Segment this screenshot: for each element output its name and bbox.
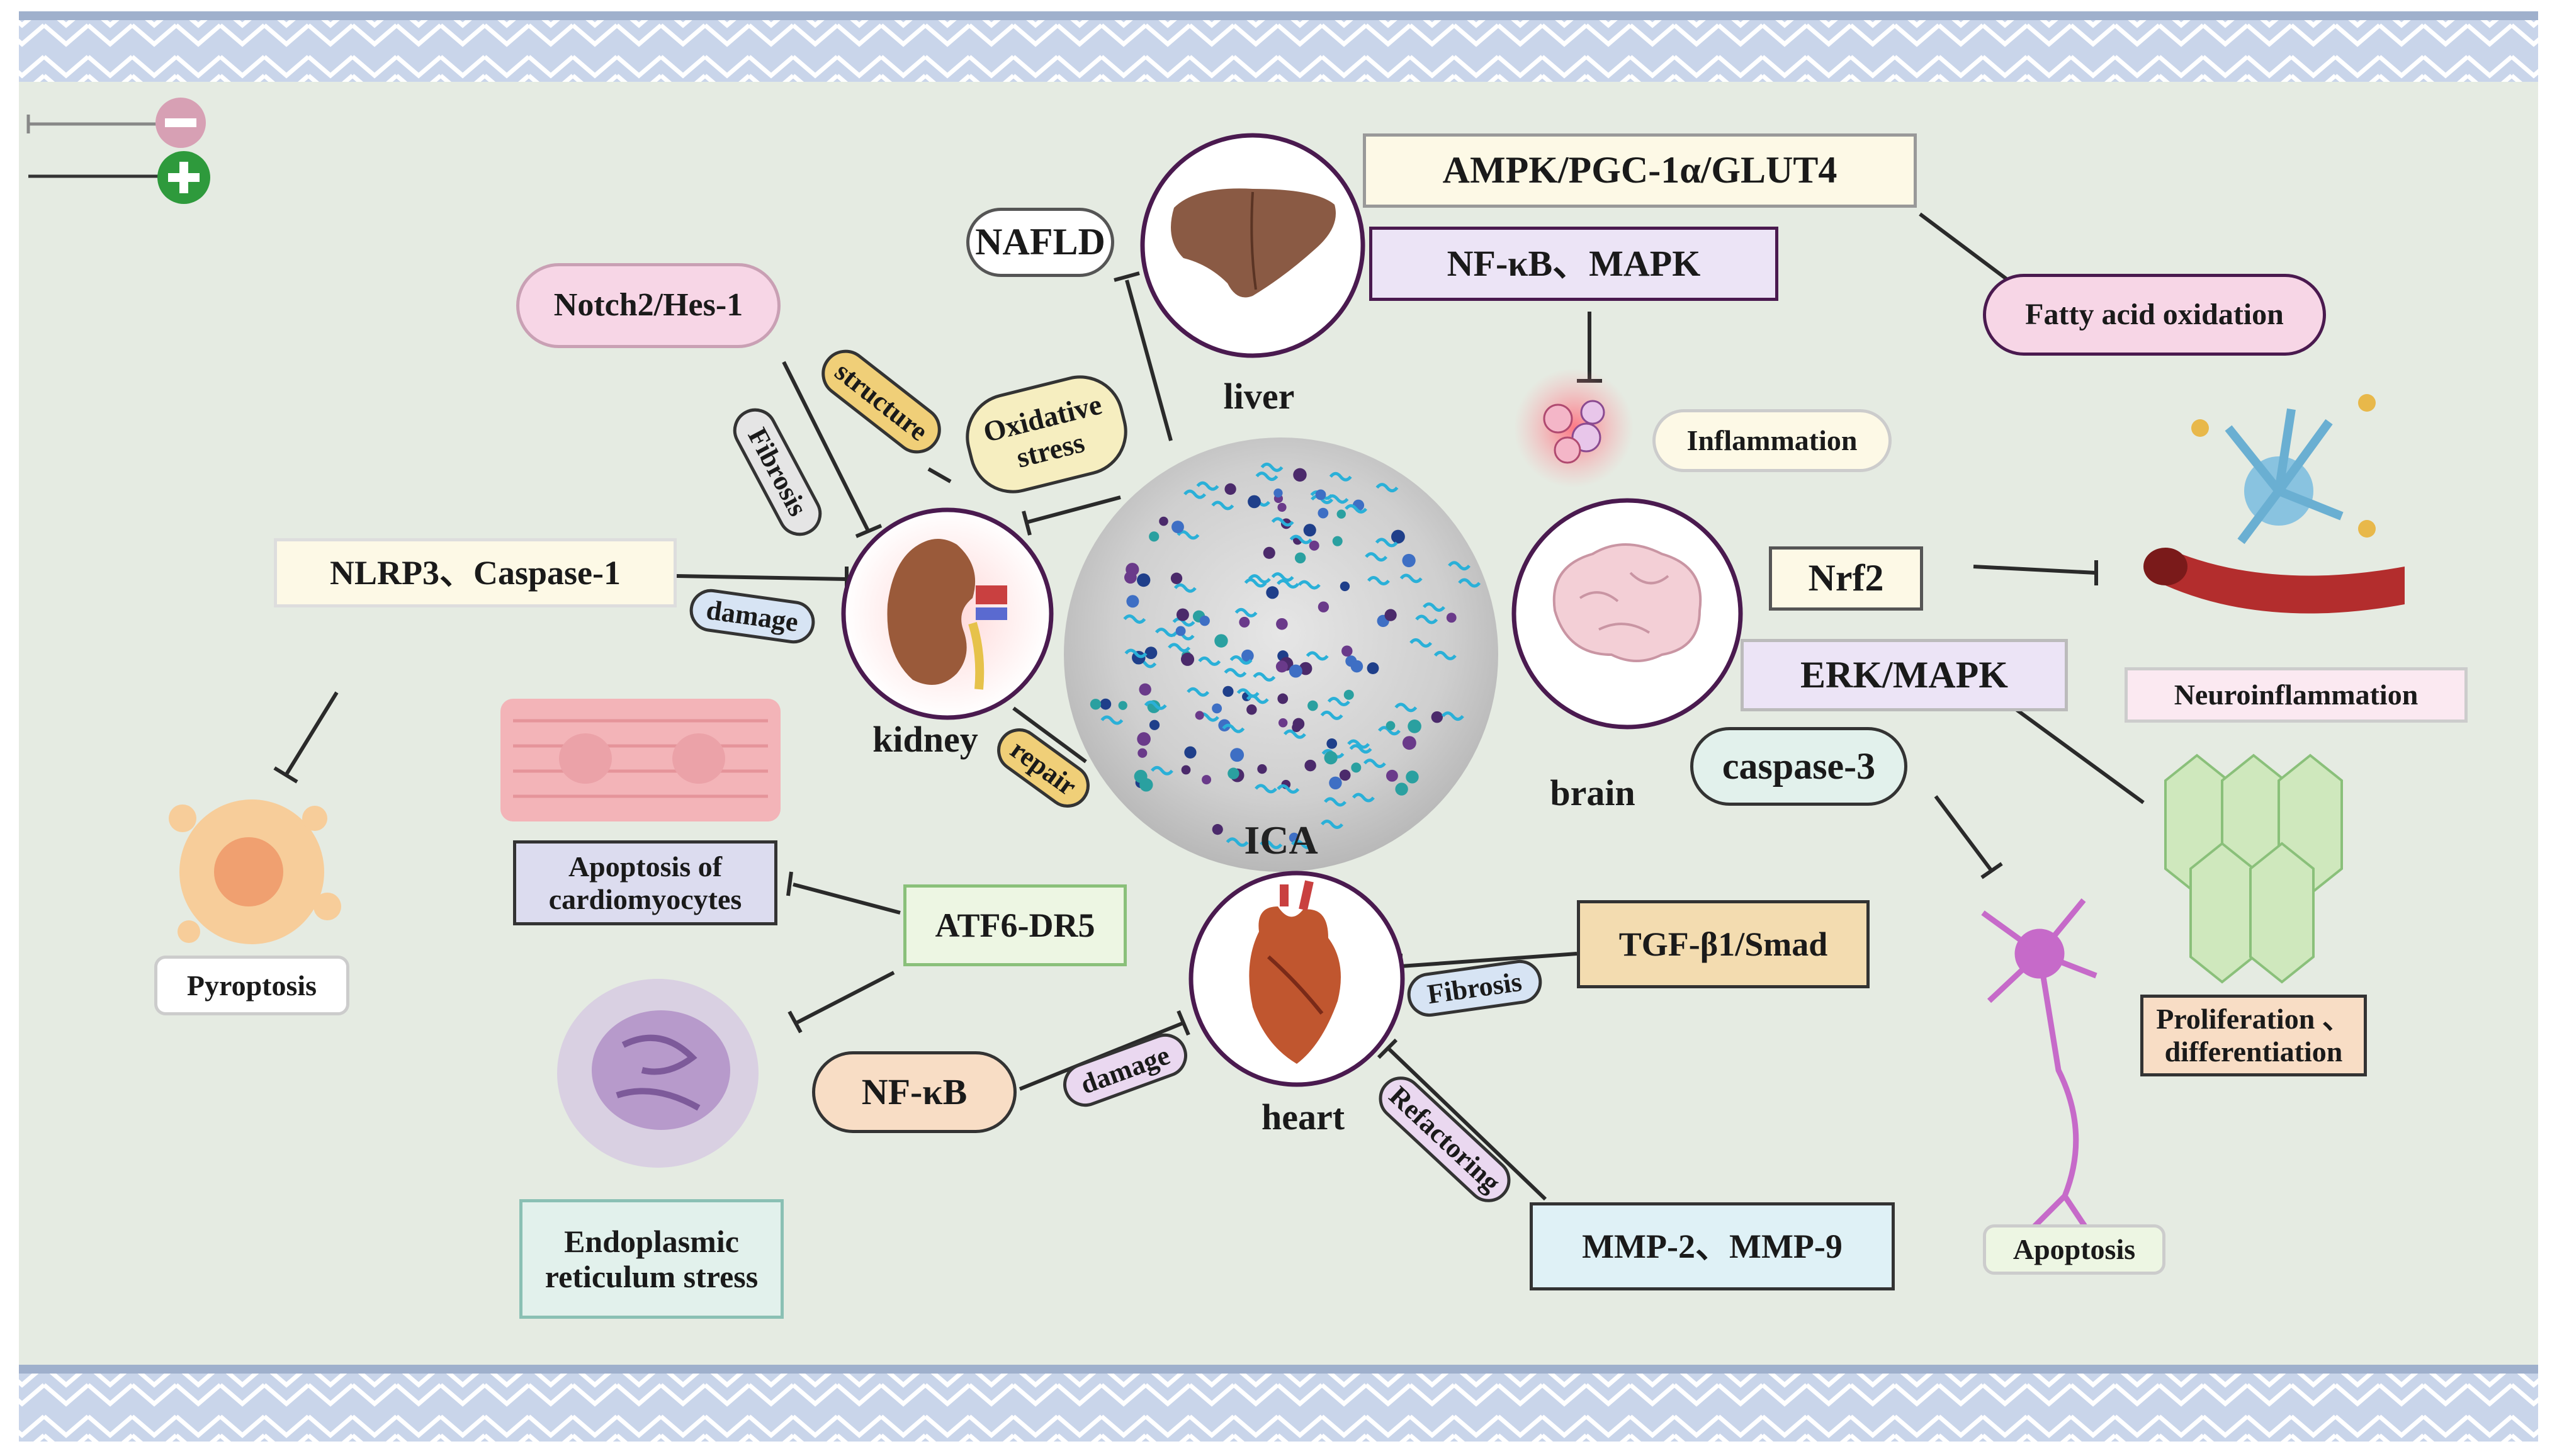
liver-organ [1140, 133, 1365, 358]
erk-mapk-box: ERK/MAPK [1741, 639, 2068, 711]
nfkb-pathway-box: NF-κB [812, 1051, 1017, 1133]
ampk-pathway-box: AMPK/PGC-1α/GLUT4 [1363, 133, 1917, 208]
liver-label: liver [1223, 375, 1295, 417]
neuron-image [1981, 898, 2097, 1236]
proliferation-image [2164, 753, 2343, 984]
bottom-border-band [19, 1372, 2538, 1442]
er-stress-image [557, 979, 759, 1168]
pyroptosis-box: Pyroptosis [154, 956, 349, 1015]
inflammation-box: Inflammation [1652, 409, 1892, 472]
er-stress-box: Endoplasmic reticulum stress [519, 1199, 784, 1319]
atf6-pathway-box: ATF6-DR5 [903, 884, 1127, 966]
neuroinflammation-image [2143, 394, 2405, 614]
cardiomyocyte-image [500, 699, 781, 821]
heart-organ [1188, 871, 1405, 1087]
brain-organ [1511, 498, 1743, 730]
tgf-pathway-box: TGF-β1/Smad [1577, 900, 1870, 988]
neuroinflammation-box: Neuroinflammation [2125, 667, 2468, 723]
apoptosis-neuron-box: Apoptosis [1983, 1224, 2165, 1275]
brain-label: brain [1550, 772, 1635, 813]
nlrp3-pathway-box: NLRP3、Caspase-1 [274, 538, 677, 607]
inflammation-cells [1514, 368, 1634, 488]
ica-label: ICA [1244, 818, 1318, 863]
mmp-pathway-box: MMP-2、MMP-9 [1530, 1202, 1895, 1290]
fatty-acid-oxidation-box: Fatty acid oxidation [1983, 274, 2326, 356]
notch-pathway-box: Notch2/Hes-1 [516, 263, 781, 348]
legend [26, 98, 210, 204]
top-border-band [19, 13, 2538, 82]
proliferation-differentiation-box: Proliferation 、 differentiation [2140, 995, 2367, 1076]
nrf2-box: Nrf2 [1769, 546, 1923, 611]
nafld-box: NAFLD [966, 208, 1114, 277]
pyroptosis-image [169, 799, 341, 944]
kidney-organ [841, 507, 1054, 720]
apoptosis-cardiomyocytes-box: Apoptosis of cardiomyocytes [513, 840, 777, 925]
nfkb-mapk-box: NF-κB、MAPK [1369, 227, 1778, 301]
caspase3-box: caspase-3 [1690, 727, 1907, 806]
heart-label: heart [1261, 1096, 1345, 1137]
kidney-label: kidney [872, 718, 978, 760]
ica-molecules [1090, 462, 1481, 849]
